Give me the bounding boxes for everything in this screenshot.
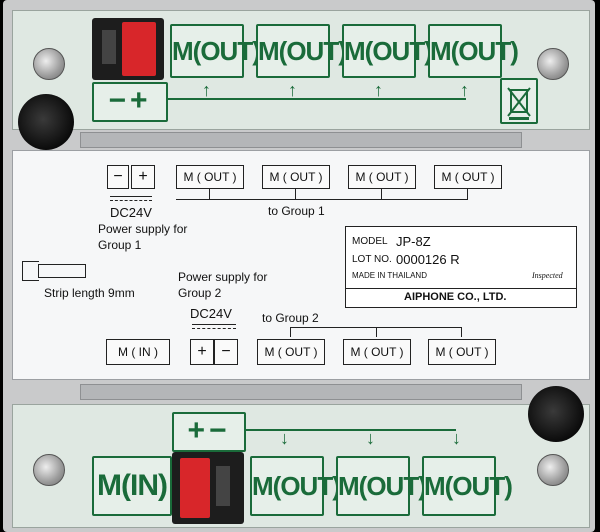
top-output-terminal-3[interactable]: M(OUT) [342, 24, 433, 78]
brand-label: AIPHONE CO., LTD. [404, 291, 507, 303]
polarity-text: − [113, 168, 123, 185]
terminal-label: M(OUT) [258, 36, 347, 66]
output-text: M ( OUT ) [269, 170, 323, 184]
arrow-up-icon: ↑ [202, 80, 211, 100]
label-group1-output-4: M ( OUT ) [434, 165, 502, 189]
terminal-label: M(OUT) [430, 36, 519, 66]
bottom-output-terminal-3[interactable]: M(OUT) [422, 456, 513, 516]
input-text: M ( IN ) [118, 345, 158, 359]
label-power-minus-2: − [214, 339, 238, 365]
terminal-label: M(OUT) [172, 36, 261, 66]
bus-drop [209, 189, 210, 199]
lot-label: LOT NO. [352, 254, 392, 265]
model-label: MODEL [352, 236, 388, 247]
wire-strip-diagram [22, 261, 39, 281]
strip-length-label: Strip length 9mm [44, 286, 135, 300]
housing-ribs-top [80, 132, 522, 148]
top-output-terminal-2[interactable]: M(OUT) [256, 24, 347, 78]
made-in-label: MADE IN THAILAND [352, 271, 427, 280]
label-group2-output-1: M ( OUT ) [257, 339, 325, 365]
psu-group1-line2: Group 1 [98, 238, 142, 252]
arrow-down-icon: ↓ [452, 428, 461, 448]
dc-symbol-dashed [110, 200, 152, 201]
polarity-text: + [138, 168, 148, 185]
bottom-input-terminal[interactable]: M(IN) [92, 456, 172, 516]
polarity-text: + [197, 343, 207, 360]
power-polarity: −+ [108, 84, 152, 117]
dc-symbol-dashed [192, 328, 236, 329]
bus-drop [461, 327, 462, 337]
label-group1-output-1: M ( OUT ) [176, 165, 244, 189]
arrow-down-icon: ↓ [366, 428, 375, 448]
mounting-hole-top-left [18, 94, 74, 150]
output-text: M ( OUT ) [350, 345, 404, 359]
wire-strip-conductor [38, 264, 86, 278]
terminal-label: M(OUT) [344, 36, 433, 66]
dc24v-label-1: DC24V [110, 205, 152, 220]
model-value: JP-8Z [396, 234, 431, 249]
group1-bus-line [176, 199, 468, 200]
bus-drop [295, 189, 296, 199]
terminal-label: M(OUT) [338, 471, 427, 501]
housing-ribs-bottom [80, 384, 522, 400]
inspected-label: Inspected [532, 271, 563, 280]
screw-icon [537, 454, 569, 486]
lot-value: 0000126 R [396, 252, 460, 267]
arrow-down-icon: ↓ [280, 428, 289, 448]
top-output-terminal-4[interactable]: M(OUT) [428, 24, 519, 78]
arrow-up-icon: ↑ [460, 80, 469, 100]
terminal-label: M(IN) [97, 469, 168, 502]
bottom-bus-line [244, 429, 456, 431]
bus-drop [290, 327, 291, 337]
top-output-terminal-1[interactable]: M(OUT) [170, 24, 261, 78]
psu-group1-line1: Power supply for [98, 222, 188, 236]
label-group1-output-3: M ( OUT ) [348, 165, 416, 189]
top-bus-line [166, 98, 466, 100]
arrow-up-icon: ↑ [374, 80, 383, 100]
label-group2-output-3: M ( OUT ) [428, 339, 496, 365]
output-text: M ( OUT ) [183, 170, 237, 184]
bottom-output-terminal-1[interactable]: M(OUT) [250, 456, 341, 516]
bottom-output-terminal-2[interactable]: M(OUT) [336, 456, 427, 516]
model-block [345, 226, 577, 308]
output-text: M ( OUT ) [355, 170, 409, 184]
psu-group2-line2: Group 2 [178, 286, 222, 300]
arrow-up-icon: ↑ [288, 80, 297, 100]
output-text: M ( OUT ) [435, 345, 489, 359]
label-group2-output-2: M ( OUT ) [343, 339, 411, 365]
screw-icon [33, 454, 65, 486]
dc24v-label-2: DC24V [190, 306, 232, 321]
output-text: M ( OUT ) [441, 170, 495, 184]
model-divider [345, 288, 577, 289]
dc-symbol [192, 324, 236, 325]
power-connector-bottom[interactable] [172, 452, 244, 524]
label-input-min: M ( IN ) [106, 339, 170, 365]
terminal-label: M(OUT) [424, 471, 513, 501]
label-power-plus-1: + [131, 165, 155, 189]
dc-symbol [110, 196, 152, 197]
psu-group2-line1: Power supply for [178, 270, 268, 284]
weee-bin-icon [500, 78, 538, 124]
to-group2-label: to Group 2 [262, 311, 319, 325]
bus-drop [467, 189, 468, 199]
power-connector-top[interactable] [92, 18, 164, 80]
to-group1-label: to Group 1 [268, 204, 325, 218]
bottom-power-terminal-label: +− [172, 412, 246, 452]
screw-icon [537, 48, 569, 80]
polarity-text: − [221, 343, 231, 360]
label-power-minus-1: − [107, 165, 129, 189]
bus-drop [381, 189, 382, 199]
bus-drop [376, 327, 377, 337]
label-group1-output-2: M ( OUT ) [262, 165, 330, 189]
mounting-hole-bottom-right [528, 386, 584, 442]
output-text: M ( OUT ) [264, 345, 318, 359]
power-polarity: +− [187, 414, 231, 447]
terminal-label: M(OUT) [252, 471, 341, 501]
screw-icon [33, 48, 65, 80]
label-power-plus-2: + [190, 339, 214, 365]
top-power-terminal-label: −+ [92, 82, 168, 122]
